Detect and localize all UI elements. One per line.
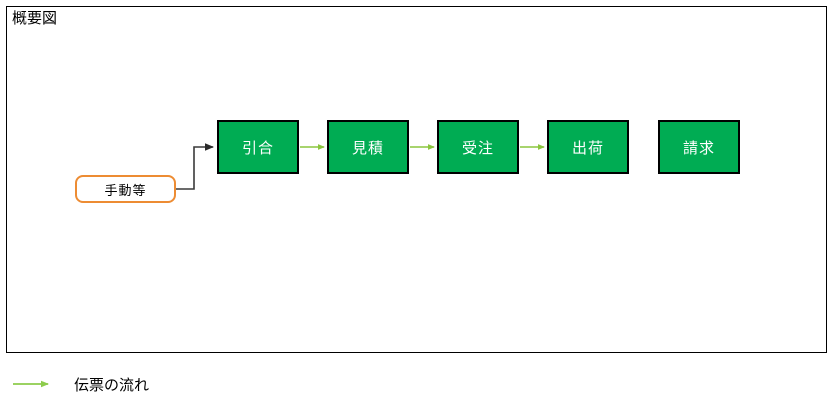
node-process-shipment[interactable]: 出荷: [547, 120, 629, 174]
legend-label: 伝票の流れ: [74, 375, 150, 394]
page-title: 概要図: [12, 9, 58, 27]
node-trigger-manual[interactable]: 手動等: [75, 175, 176, 203]
legend: 伝票の流れ: [6, 368, 406, 400]
node-process-order[interactable]: 受注: [437, 120, 519, 174]
node-process-billing[interactable]: 請求: [658, 120, 740, 174]
node-process-inquiry[interactable]: 引合: [217, 120, 299, 174]
node-process-quotation[interactable]: 見積: [327, 120, 409, 174]
flow-arrow-icon: [6, 374, 60, 394]
